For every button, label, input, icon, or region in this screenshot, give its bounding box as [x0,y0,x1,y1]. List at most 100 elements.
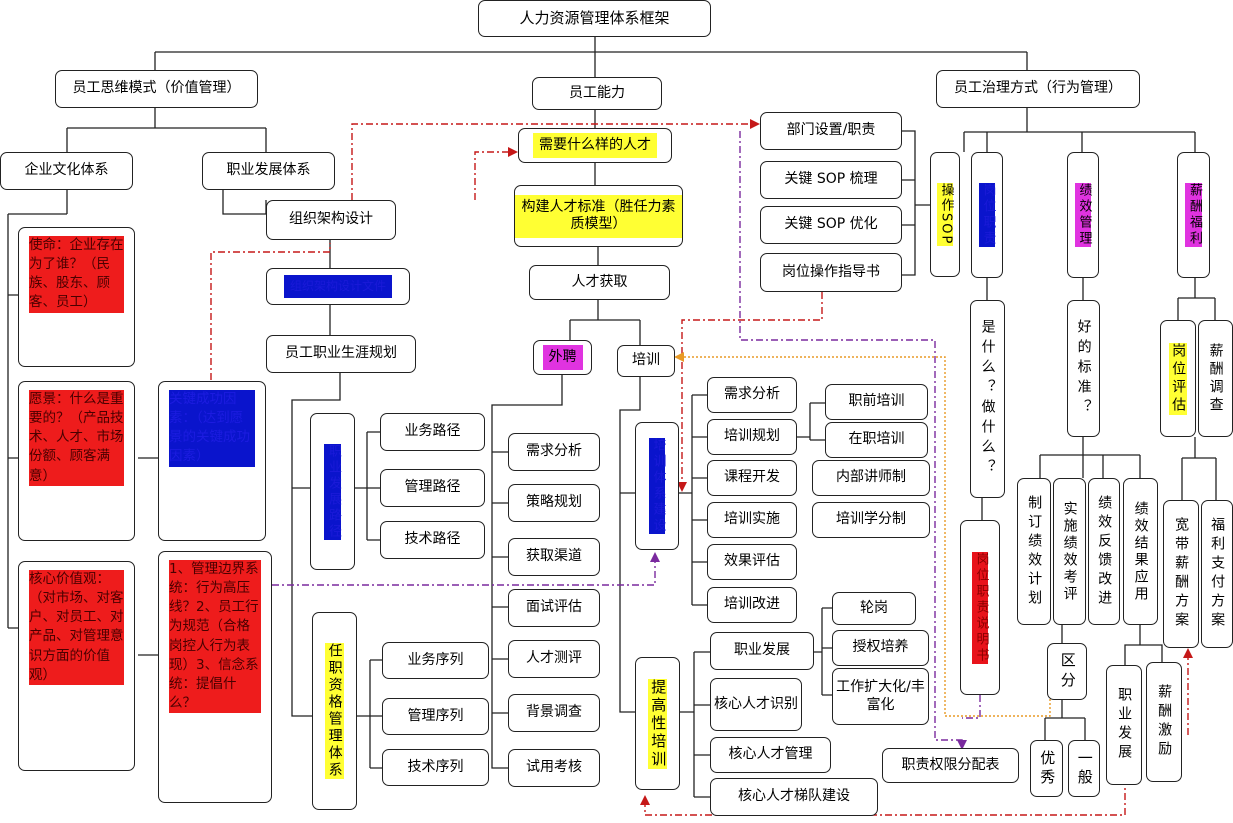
core-talent-pipeline-label: 核心人才梯队建设 [738,788,850,805]
what-node: 是什么？做什么？ [970,300,1005,498]
gov-node: 员工治理方式（行为管理） [936,70,1140,108]
ext-step-label: 面试评估 [526,599,582,616]
career-plan-label: 员工职业生涯规划 [285,345,397,362]
key-success-box: 关键成功因素：（达到愿景的关键成功因素） [158,381,266,541]
job-desc-node: 岗位职责说明书 [960,520,1000,695]
career-path-group: 职业发展路径 [310,413,355,570]
perf-label: 绩效管理 [1074,183,1092,247]
ext-step-label: 需求分析 [526,443,582,460]
job-eval-label: 岗位评估 [1168,342,1188,415]
core-talent-id: 核心人才识别 [710,678,802,731]
benefit-label: 福利支付方案 [1209,517,1226,631]
org-doc-label: 组织架构设计文件 [283,275,392,298]
ext-step-3: 获取渠道 [508,538,600,576]
vision-box: 愿景：什么是重要的？（产品技术、人才、市场份额、顾客满意） [18,381,135,541]
train-step-5: 效果评估 [707,544,797,580]
excellent-node: 优秀 [1030,740,1063,797]
broadband-node: 宽带薪酬方案 [1163,500,1199,648]
need-label: 需要什么样的人才 [533,132,657,159]
external-hire-label: 外聘 [542,344,583,371]
internal-trainer-label: 内部讲师制 [836,469,906,486]
business-seq-label: 业务序列 [407,651,464,668]
sop-sort-node: 关键 SOP 梳理 [760,161,902,199]
ext-step-label: 策略规划 [526,494,582,511]
training-group: 培训体系建设 [635,422,679,550]
distinguish-label: 区分 [1058,651,1077,692]
perf-feedback-label: 绩效反馈改进 [1096,494,1113,609]
tech-path: 技术路径 [380,521,485,559]
train-step-label: 效果评估 [724,553,780,570]
org-doc-node: 组织架构设计文件 [266,268,410,305]
ext-step-4: 面试评估 [508,589,600,627]
train-step-6: 培训改进 [707,587,797,623]
train-step-1: 需求分析 [707,377,797,413]
business-path: 业务路径 [380,413,485,451]
perf-review: 实施绩效考评 [1053,478,1086,625]
acquisition-node: 人才获取 [529,265,670,300]
sop-optimize-label: 关键 SOP 优化 [784,216,878,233]
ext-step-label: 背景调查 [526,704,582,721]
perf-column: 绩效管理 [1067,152,1099,278]
framework-title: 人力资源管理体系框架 [478,0,711,37]
business-path-label: 业务路径 [404,423,461,440]
perf-career-label: 职业发展 [1116,687,1133,763]
org-design-label: 组织架构设计 [289,211,373,228]
train-step-4: 培训实施 [707,502,797,538]
improve-training-node: 提高性培训 [635,657,680,790]
values-text: 核心价值观：（对市场、对客户、对员工、对产品、对管理意识方面的价值观） [29,570,124,685]
comp-column: 薪酬福利 [1177,152,1210,278]
train-step-label: 培训改进 [724,596,780,613]
management-seq: 管理序列 [382,698,489,735]
training-credit-label: 培训学分制 [836,511,906,528]
train-step-label: 需求分析 [724,386,780,403]
ability-label: 员工能力 [569,84,625,101]
good-std-label: 好的标准？ [1075,318,1092,419]
management-path: 管理路径 [380,469,485,507]
ext-step-label: 人才测评 [526,650,582,667]
tech-seq: 技术序列 [382,749,489,786]
sop-optimize-node: 关键 SOP 优化 [760,206,902,244]
good-std-node: 好的标准？ [1067,300,1100,437]
empower-label: 授权培养 [852,639,909,656]
dept-label: 部门设置/职责 [786,122,876,139]
perf-plan: 制订绩效计划 [1017,478,1051,625]
pre-job-training: 职前培训 [825,384,928,420]
job-desc-label: 岗位职责说明书 [971,551,989,664]
rotation-node: 轮岗 [832,592,916,625]
normal-label: 一般 [1075,749,1094,788]
pay-incentive-node: 薪酬激励 [1146,662,1182,782]
mission-text: 使命：企业存在为了谁？（民族、股东、顾客、员工） [29,236,124,313]
career-dev-label: 职业发展 [734,642,790,659]
acquisition-label: 人才获取 [571,273,628,290]
perf-apply: 绩效结果应用 [1123,478,1158,625]
job-enrich-node: 工作扩大化/丰富化 [832,668,929,725]
core-talent-mgmt: 核心人才管理 [710,737,831,773]
tech-seq-label: 技术序列 [407,758,464,775]
need-node: 需要什么样的人才 [518,128,672,163]
train-step-label: 课程开发 [724,469,780,486]
rotation-label: 轮岗 [860,599,888,616]
mind-label: 员工思维模式（价值管理） [72,80,241,97]
core-talent-mgmt-label: 核心人才管理 [728,746,813,763]
business-seq: 业务序列 [382,642,489,679]
salary-survey-node: 薪酬调查 [1198,320,1233,437]
systems-box: 1、管理边界系统：行为高压线？2、员工行为规范（合格岗控人行为表现）3、信念系统… [158,551,272,803]
standard-node: 构建人才标准（胜任力素质模型） [514,185,683,247]
excellent-label: 优秀 [1038,749,1057,788]
title-text: 人力资源管理体系框架 [519,9,670,28]
authority-table-node: 职责权限分配表 [882,748,1019,783]
ext-step-5: 人才测评 [508,640,600,678]
core-talent-pipeline: 核心人才梯队建设 [710,778,878,816]
job-eval-node: 岗位评估 [1160,320,1196,437]
pay-incentive-label: 薪酬激励 [1156,684,1173,760]
career-system-node: 职业发展体系 [202,152,335,190]
pre-job-training-label: 职前培训 [848,393,905,410]
career-path-group-label: 职业发展路径 [324,443,341,540]
management-path-label: 管理路径 [404,479,461,496]
perf-feedback: 绩效反馈改进 [1088,478,1120,625]
what-label: 是什么？做什么？ [979,319,996,479]
broadband-label: 宽带薪酬方案 [1173,517,1190,631]
core-talent-id-label: 核心人才识别 [714,695,798,712]
ext-step-1: 需求分析 [508,433,600,471]
